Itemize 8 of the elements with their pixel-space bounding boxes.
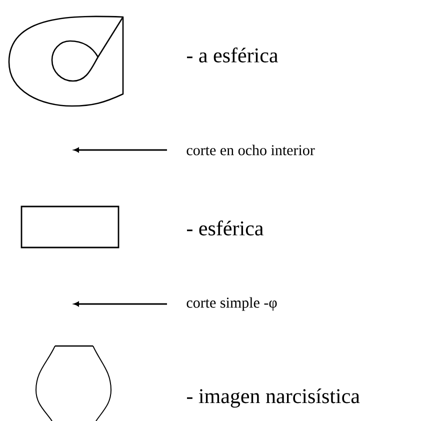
shape-caption: - esférica bbox=[186, 220, 264, 236]
shape-caption: - imagen narcisística bbox=[186, 388, 360, 408]
shape-drawing bbox=[8, 16, 124, 107]
rectangle-drawing bbox=[20, 206, 120, 248]
arrow-label: corte simple -φ bbox=[186, 297, 277, 311]
shape-caption: - a esférica bbox=[186, 48, 278, 62]
shape-drawing bbox=[36, 345, 112, 421]
arrow-label: corte en ocho interior bbox=[186, 144, 315, 156]
